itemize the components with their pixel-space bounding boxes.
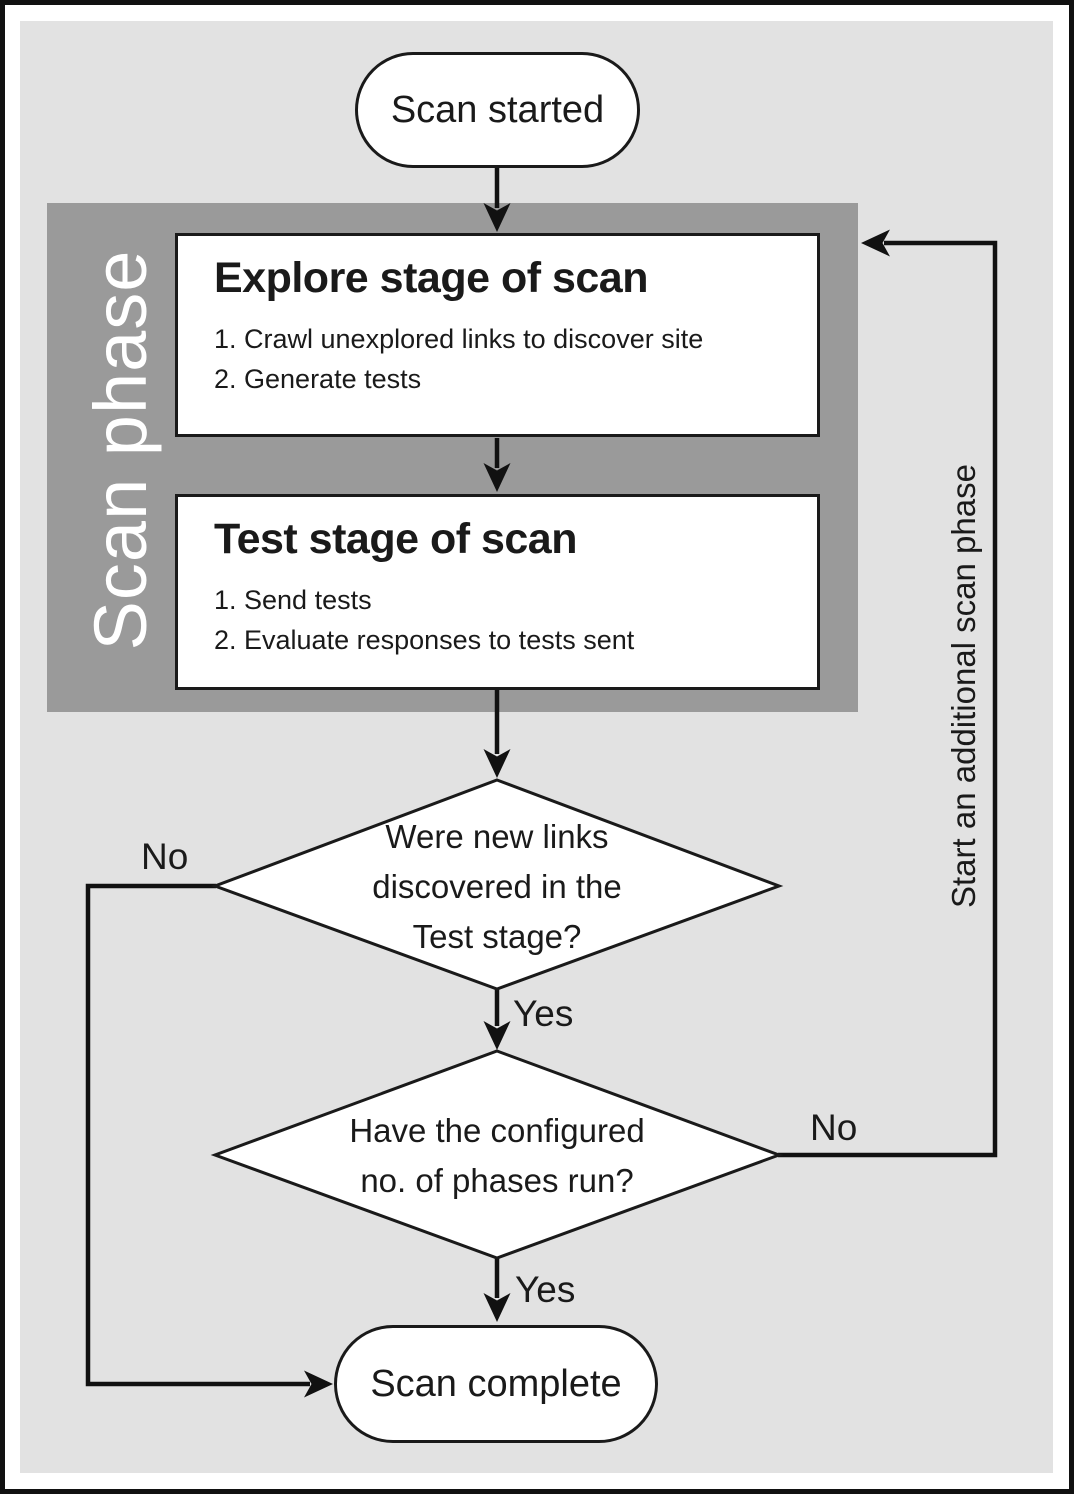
scan-phase-group-label: Scan phase [78,249,162,651]
node-test-stage: Test stage of scan 1. Send tests 2. Eval… [175,494,820,690]
explore-stage-item-2: 2. Generate tests [214,364,422,394]
node-scan-complete-label: Scan complete [370,1362,622,1405]
decision-new-links-line-2: discovered in the [372,868,622,905]
node-scan-started: Scan started [355,52,640,168]
label-feedback-start-additional-phase: Start an additional scan phase [945,464,982,908]
label-links-no: No [141,836,189,877]
decision-phases-text: Have the configured no. of phases run? [277,1106,717,1206]
decision-new-links-line-1: Were new links [385,818,609,855]
label-links-yes: Yes [513,993,574,1034]
test-stage-item-1: 1. Send tests [214,585,372,615]
test-stage-item-2: 2. Evaluate responses to tests sent [214,625,635,655]
decision-new-links-line-3: Test stage? [412,918,582,955]
explore-stage-item-1: 1. Crawl unexplored links to discover si… [214,324,704,354]
decision-new-links-text: Were new links discovered in the Test st… [297,812,697,962]
node-explore-stage: Explore stage of scan 1. Crawl unexplore… [175,233,820,437]
test-stage-title: Test stage of scan [214,515,578,563]
decision-phases-line-1: Have the configured [349,1112,645,1149]
label-phases-yes: Yes [515,1269,576,1310]
decision-phases-line-2: no. of phases run? [360,1162,634,1199]
node-scan-started-label: Scan started [390,88,605,131]
explore-stage-title: Explore stage of scan [214,254,649,302]
node-scan-complete: Scan complete [334,1325,658,1443]
label-phases-no: No [810,1107,858,1148]
